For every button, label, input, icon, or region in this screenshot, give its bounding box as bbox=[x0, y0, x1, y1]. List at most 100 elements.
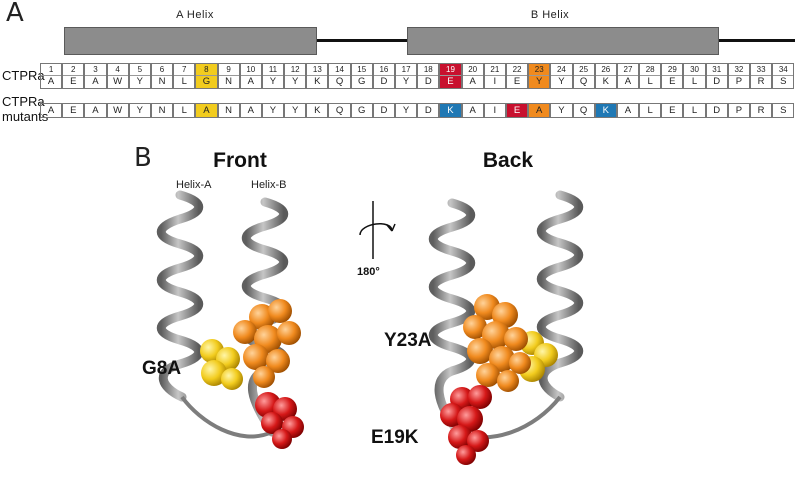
front-bottom-loop bbox=[180, 395, 273, 439]
residue-number: 1 bbox=[41, 64, 62, 76]
residue-number: 29 bbox=[662, 64, 683, 76]
residue-letter: E bbox=[669, 76, 676, 87]
residue-letter: W bbox=[113, 76, 123, 87]
mutant-residue-cell: I bbox=[483, 103, 506, 118]
panel-b-letter: B bbox=[134, 143, 152, 173]
e19k-label: E19K bbox=[371, 427, 419, 448]
loop-line-1 bbox=[317, 39, 407, 42]
mutant-residue-cell: P bbox=[727, 103, 750, 118]
mutant-residue-cell: R bbox=[750, 103, 773, 118]
helix-a-bar bbox=[64, 27, 317, 55]
residue-number: 6 bbox=[151, 64, 173, 76]
residue-letter: E bbox=[513, 76, 521, 87]
back-helix-left bbox=[428, 198, 476, 437]
mutant-residue-cell: Y bbox=[261, 103, 285, 118]
residue-letter: D bbox=[713, 76, 721, 87]
front-yellow-residue bbox=[200, 339, 243, 390]
mutant-residue-cell: D bbox=[417, 103, 440, 118]
residue-letter: E bbox=[440, 76, 461, 88]
residue-number: 34 bbox=[773, 64, 794, 76]
residue-number: 23 bbox=[529, 64, 550, 76]
structure-figure bbox=[156, 190, 584, 465]
residue-number: 14 bbox=[329, 64, 350, 76]
mutant-residue-cell: K bbox=[439, 103, 462, 118]
residue-letter: Y bbox=[136, 76, 144, 87]
helix-b-small-label: Helix-B bbox=[251, 179, 287, 191]
front-red-residue bbox=[255, 392, 304, 449]
helix-a-small-label: Helix-A bbox=[176, 179, 212, 191]
front-orange-residue bbox=[233, 299, 301, 388]
residue-letter: Y bbox=[269, 76, 277, 87]
mutant-residue-cell: L bbox=[683, 103, 706, 118]
mutant-residue-cell: Q bbox=[572, 103, 595, 118]
residue-letter: G bbox=[196, 76, 217, 88]
g8a-label: G8A bbox=[142, 358, 182, 379]
residue-letter: Y bbox=[558, 76, 565, 87]
mutant-residue-cell: Q bbox=[328, 103, 351, 118]
mutant-residue-cell: L bbox=[639, 103, 662, 118]
residue-letter: E bbox=[70, 76, 77, 87]
mutant-residue-cell: W bbox=[106, 103, 129, 118]
residue-number: 24 bbox=[551, 64, 572, 76]
mutant-residue-cell: A bbox=[239, 103, 262, 118]
residue-number: 22 bbox=[506, 64, 528, 76]
ctpra-label: CTPRa bbox=[2, 68, 45, 83]
mutant-residue-cell: A bbox=[40, 103, 63, 118]
residue-number: 9 bbox=[218, 64, 239, 76]
residue-letter: Y bbox=[291, 76, 299, 87]
residue-number: 5 bbox=[129, 64, 150, 76]
residue-number: 2 bbox=[63, 64, 84, 76]
residue-letter: A bbox=[47, 76, 55, 87]
residue-number: 30 bbox=[684, 64, 705, 76]
residue-letter: K bbox=[314, 76, 321, 87]
helix-b-label: B Helix bbox=[530, 9, 570, 21]
residue-number: 18 bbox=[418, 64, 439, 76]
helix-b-bar bbox=[407, 27, 719, 55]
residue-number: 7 bbox=[174, 64, 195, 76]
residue-letter: Y bbox=[529, 76, 550, 88]
residue-number: 15 bbox=[351, 64, 372, 76]
residue-number: 19 bbox=[440, 64, 461, 76]
residue-number: 4 bbox=[107, 64, 128, 76]
residue-letter: N bbox=[158, 76, 166, 87]
residue-number: 27 bbox=[617, 64, 639, 76]
mutant-residue-cell: Y bbox=[128, 103, 151, 118]
residue-letter: A bbox=[92, 76, 99, 87]
mutant-residue-cell: K bbox=[594, 103, 617, 118]
residue-number: 26 bbox=[595, 64, 616, 76]
residue-letter: Q bbox=[335, 76, 344, 87]
mutant-residue-cell: A bbox=[528, 103, 551, 118]
mutant-residue-cell: A bbox=[461, 103, 484, 118]
mutant-residue-cell: S bbox=[772, 103, 795, 118]
residue-letter: A bbox=[624, 76, 632, 87]
residue-number: 16 bbox=[373, 64, 394, 76]
residue-letter: K bbox=[602, 76, 609, 87]
residue-number: 25 bbox=[573, 64, 594, 76]
helix-a-label: A Helix bbox=[176, 9, 214, 21]
mutant-residue-cell: A bbox=[616, 103, 640, 118]
back-red-residue bbox=[440, 385, 492, 465]
